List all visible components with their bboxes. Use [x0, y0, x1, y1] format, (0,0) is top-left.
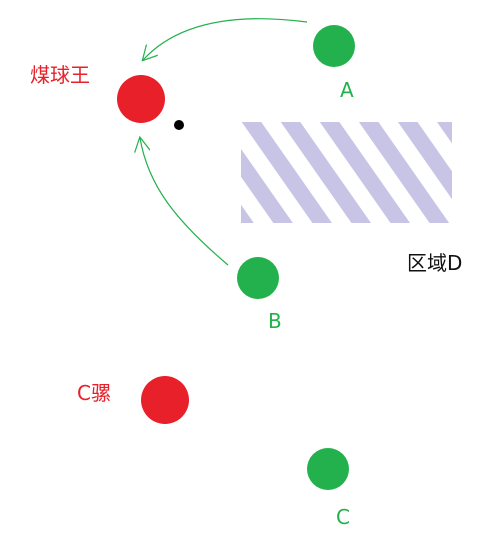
- player-b-label: B: [268, 309, 282, 333]
- player-b: [237, 257, 279, 299]
- player-coal-king: [117, 75, 165, 123]
- player-a-label: A: [340, 78, 354, 102]
- zone-d-label: 区域D: [407, 251, 462, 275]
- ball: [174, 120, 184, 130]
- player-c-mule: [141, 376, 189, 424]
- arrow-b-to-coal-king: [140, 138, 229, 266]
- player-c-mule-label: C骡: [77, 381, 111, 405]
- player-c: [307, 448, 349, 490]
- player-a: [313, 25, 355, 67]
- player-c-label: C: [336, 505, 350, 529]
- arrow-a-to-coal-king: [143, 18, 308, 60]
- player-coal-king-label: 煤球王: [30, 63, 90, 87]
- zone-d-area: [241, 122, 452, 223]
